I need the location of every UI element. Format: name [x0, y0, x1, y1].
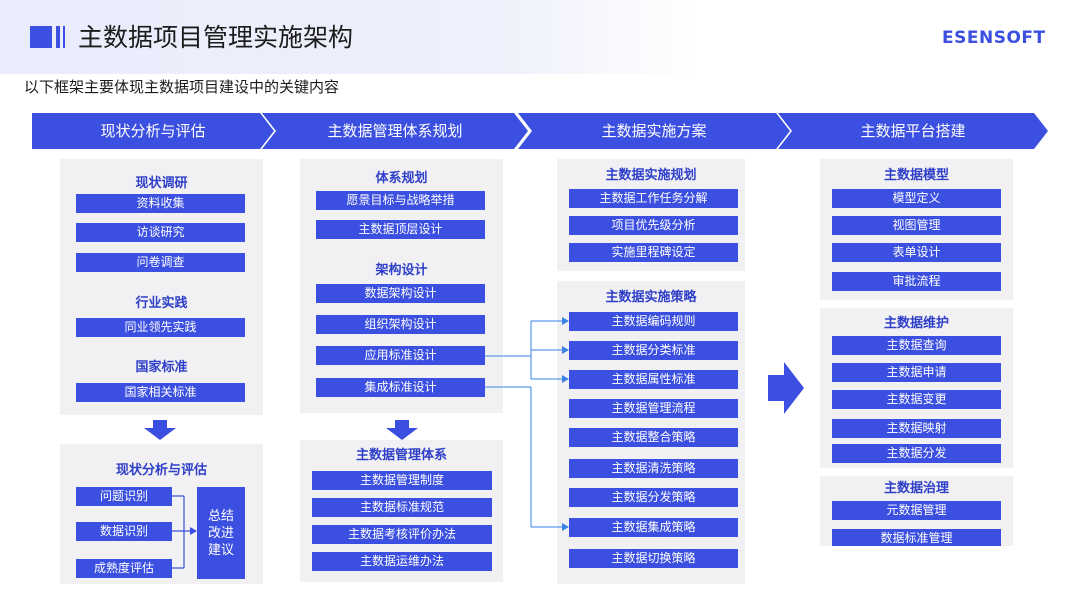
phase-3: 主数据实施方案	[518, 113, 790, 149]
national-title: 国家标准	[135, 360, 188, 375]
down-arrow-icon	[386, 420, 418, 440]
architecture-item: 应用标准设计	[316, 346, 485, 365]
management-system-item: 主数据标准规范	[312, 498, 492, 517]
research-item: 问卷调查	[76, 253, 245, 272]
impl-strategy-item: 主数据属性标准	[569, 370, 738, 389]
model-item: 模型定义	[832, 189, 1001, 208]
management-system-item: 主数据管理制度	[312, 471, 492, 490]
impl-strategy-item: 主数据分类标准	[569, 341, 738, 360]
industry-title: 行业实践	[135, 296, 188, 311]
impl-planning-item: 实施里程碑设定	[569, 243, 738, 262]
impl-strategy-title: 主数据实施策略	[605, 290, 697, 305]
maintenance-item: 主数据映射	[832, 419, 1001, 438]
maintenance-item: 主数据分发	[832, 444, 1001, 463]
impl-strategy-item: 主数据集成策略	[569, 518, 738, 537]
phase-4: 主数据平台搭建	[778, 113, 1048, 149]
architecture-item: 数据架构设计	[316, 284, 485, 303]
phase-1: 现状分析与评估	[32, 113, 274, 149]
impl-planning-item: 主数据工作任务分解	[569, 189, 738, 208]
chevron-shape	[518, 113, 790, 149]
management-system-title: 主数据管理体系	[355, 448, 447, 463]
summary-box: 总结 改进 建议	[197, 487, 245, 579]
impl-strategy-item: 主数据整合策略	[569, 428, 738, 447]
title-band	[0, 0, 700, 74]
brand-logo: ESENSOFT	[942, 28, 1046, 48]
management-system-item: 主数据运维办法	[312, 552, 492, 571]
impl-strategy-item: 主数据切换策略	[569, 549, 738, 568]
impl-strategy-item: 主数据管理流程	[569, 399, 738, 418]
phase-1-label: 现状分析与评估	[100, 122, 206, 140]
page-subtitle: 以下框架主要体现主数据项目建设中的关键内容	[24, 78, 340, 96]
phase-3-label: 主数据实施方案	[601, 122, 707, 140]
impl-strategy-item: 主数据清洗策略	[569, 459, 738, 478]
model-title: 主数据模型	[883, 168, 949, 183]
phase-4-label: 主数据平台搭建	[860, 122, 966, 140]
architecture-item: 集成标准设计	[316, 378, 485, 397]
governance-title: 主数据治理	[883, 481, 949, 496]
phase-2-label: 主数据管理体系规划	[327, 122, 463, 140]
impl-strategy-item: 主数据编码规则	[569, 312, 738, 331]
architecture-title: 架构设计	[375, 263, 428, 278]
maintenance-item: 主数据变更	[832, 390, 1001, 409]
right-arrow-icon	[768, 362, 804, 414]
page-title: 主数据项目管理实施架构	[78, 23, 354, 52]
research-title: 现状调研	[135, 176, 188, 191]
system-planning-item: 主数据顶层设计	[316, 220, 485, 239]
title-decor-square	[30, 26, 52, 48]
assessment-title: 现状分析与评估	[115, 463, 207, 478]
model-item: 表单设计	[832, 243, 1001, 262]
system-planning-title: 体系规划	[375, 171, 428, 186]
impl-planning-title: 主数据实施规划	[605, 168, 697, 183]
governance-item: 数据标准管理	[832, 529, 1001, 546]
system-planning-item: 愿景目标与战略举措	[316, 191, 485, 210]
chevron-shape	[778, 113, 1048, 149]
model-item: 视图管理	[832, 216, 1001, 235]
chevron-shape	[32, 113, 274, 149]
maintenance-item: 主数据申请	[832, 363, 1001, 382]
title-decor-bar-thin	[63, 26, 65, 48]
governance-item: 元数据管理	[832, 501, 1001, 520]
impl-planning-item: 项目优先级分析	[569, 216, 738, 235]
chevron-shape	[262, 113, 528, 149]
maintenance-panel	[820, 308, 1013, 468]
research-item: 访谈研究	[76, 223, 245, 242]
title-decor-bar	[56, 26, 60, 48]
maintenance-item: 主数据查询	[832, 336, 1001, 355]
model-item: 审批流程	[832, 272, 1001, 291]
industry-item: 同业领先实践	[76, 318, 245, 337]
architecture-item: 组织架构设计	[316, 315, 485, 334]
assessment-item: 成熟度评估	[76, 559, 172, 578]
assessment-item: 问题识别	[76, 487, 172, 506]
research-item: 资料收集	[76, 194, 245, 213]
assessment-item: 数据识别	[76, 522, 172, 541]
impl-strategy-item: 主数据分发策略	[569, 488, 738, 507]
down-arrow-icon	[144, 420, 176, 440]
phase-2: 主数据管理体系规划	[262, 113, 528, 149]
national-item: 国家相关标准	[76, 383, 245, 402]
management-system-item: 主数据考核评价办法	[312, 525, 492, 544]
maintenance-title: 主数据维护	[883, 316, 949, 331]
